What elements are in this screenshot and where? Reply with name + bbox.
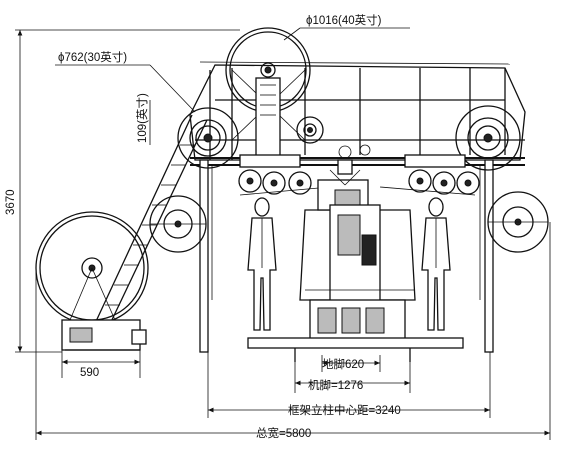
operator-figure-right [421, 197, 451, 331]
upper-frame [189, 61, 526, 166]
middle-small-reel [296, 116, 371, 159]
label-reel-offset: 109(英寸) [135, 93, 149, 143]
central-machine [299, 159, 416, 341]
frame-columns [199, 159, 494, 353]
label-left-width: 590 [80, 367, 99, 379]
base-platform [247, 337, 464, 362]
payoff-stand [61, 319, 147, 351]
right-upper-reel [455, 105, 521, 171]
right-side-reel [487, 191, 549, 253]
label-machine-foot: 机脚=1276 [308, 378, 363, 392]
label-total-width: 总宽=5800 [256, 426, 311, 440]
label-foot: 地脚620 [322, 357, 364, 371]
label-large-reel: ϕ1016(40英寸) [306, 13, 382, 27]
label-column-center: 框架立柱中心距=3240 [288, 403, 401, 417]
large-reel [225, 27, 311, 159]
left-side-reel [149, 195, 207, 253]
operator-figure-left [247, 197, 277, 331]
payoff-reel [35, 211, 149, 325]
label-height: 3670 [5, 189, 17, 215]
dimension-lines [15, 27, 551, 440]
left-upper-reel [177, 107, 239, 169]
label-small-reel: ϕ762(30英寸) [58, 50, 127, 64]
roller-row [238, 154, 480, 196]
inclined-ladder [84, 114, 208, 346]
